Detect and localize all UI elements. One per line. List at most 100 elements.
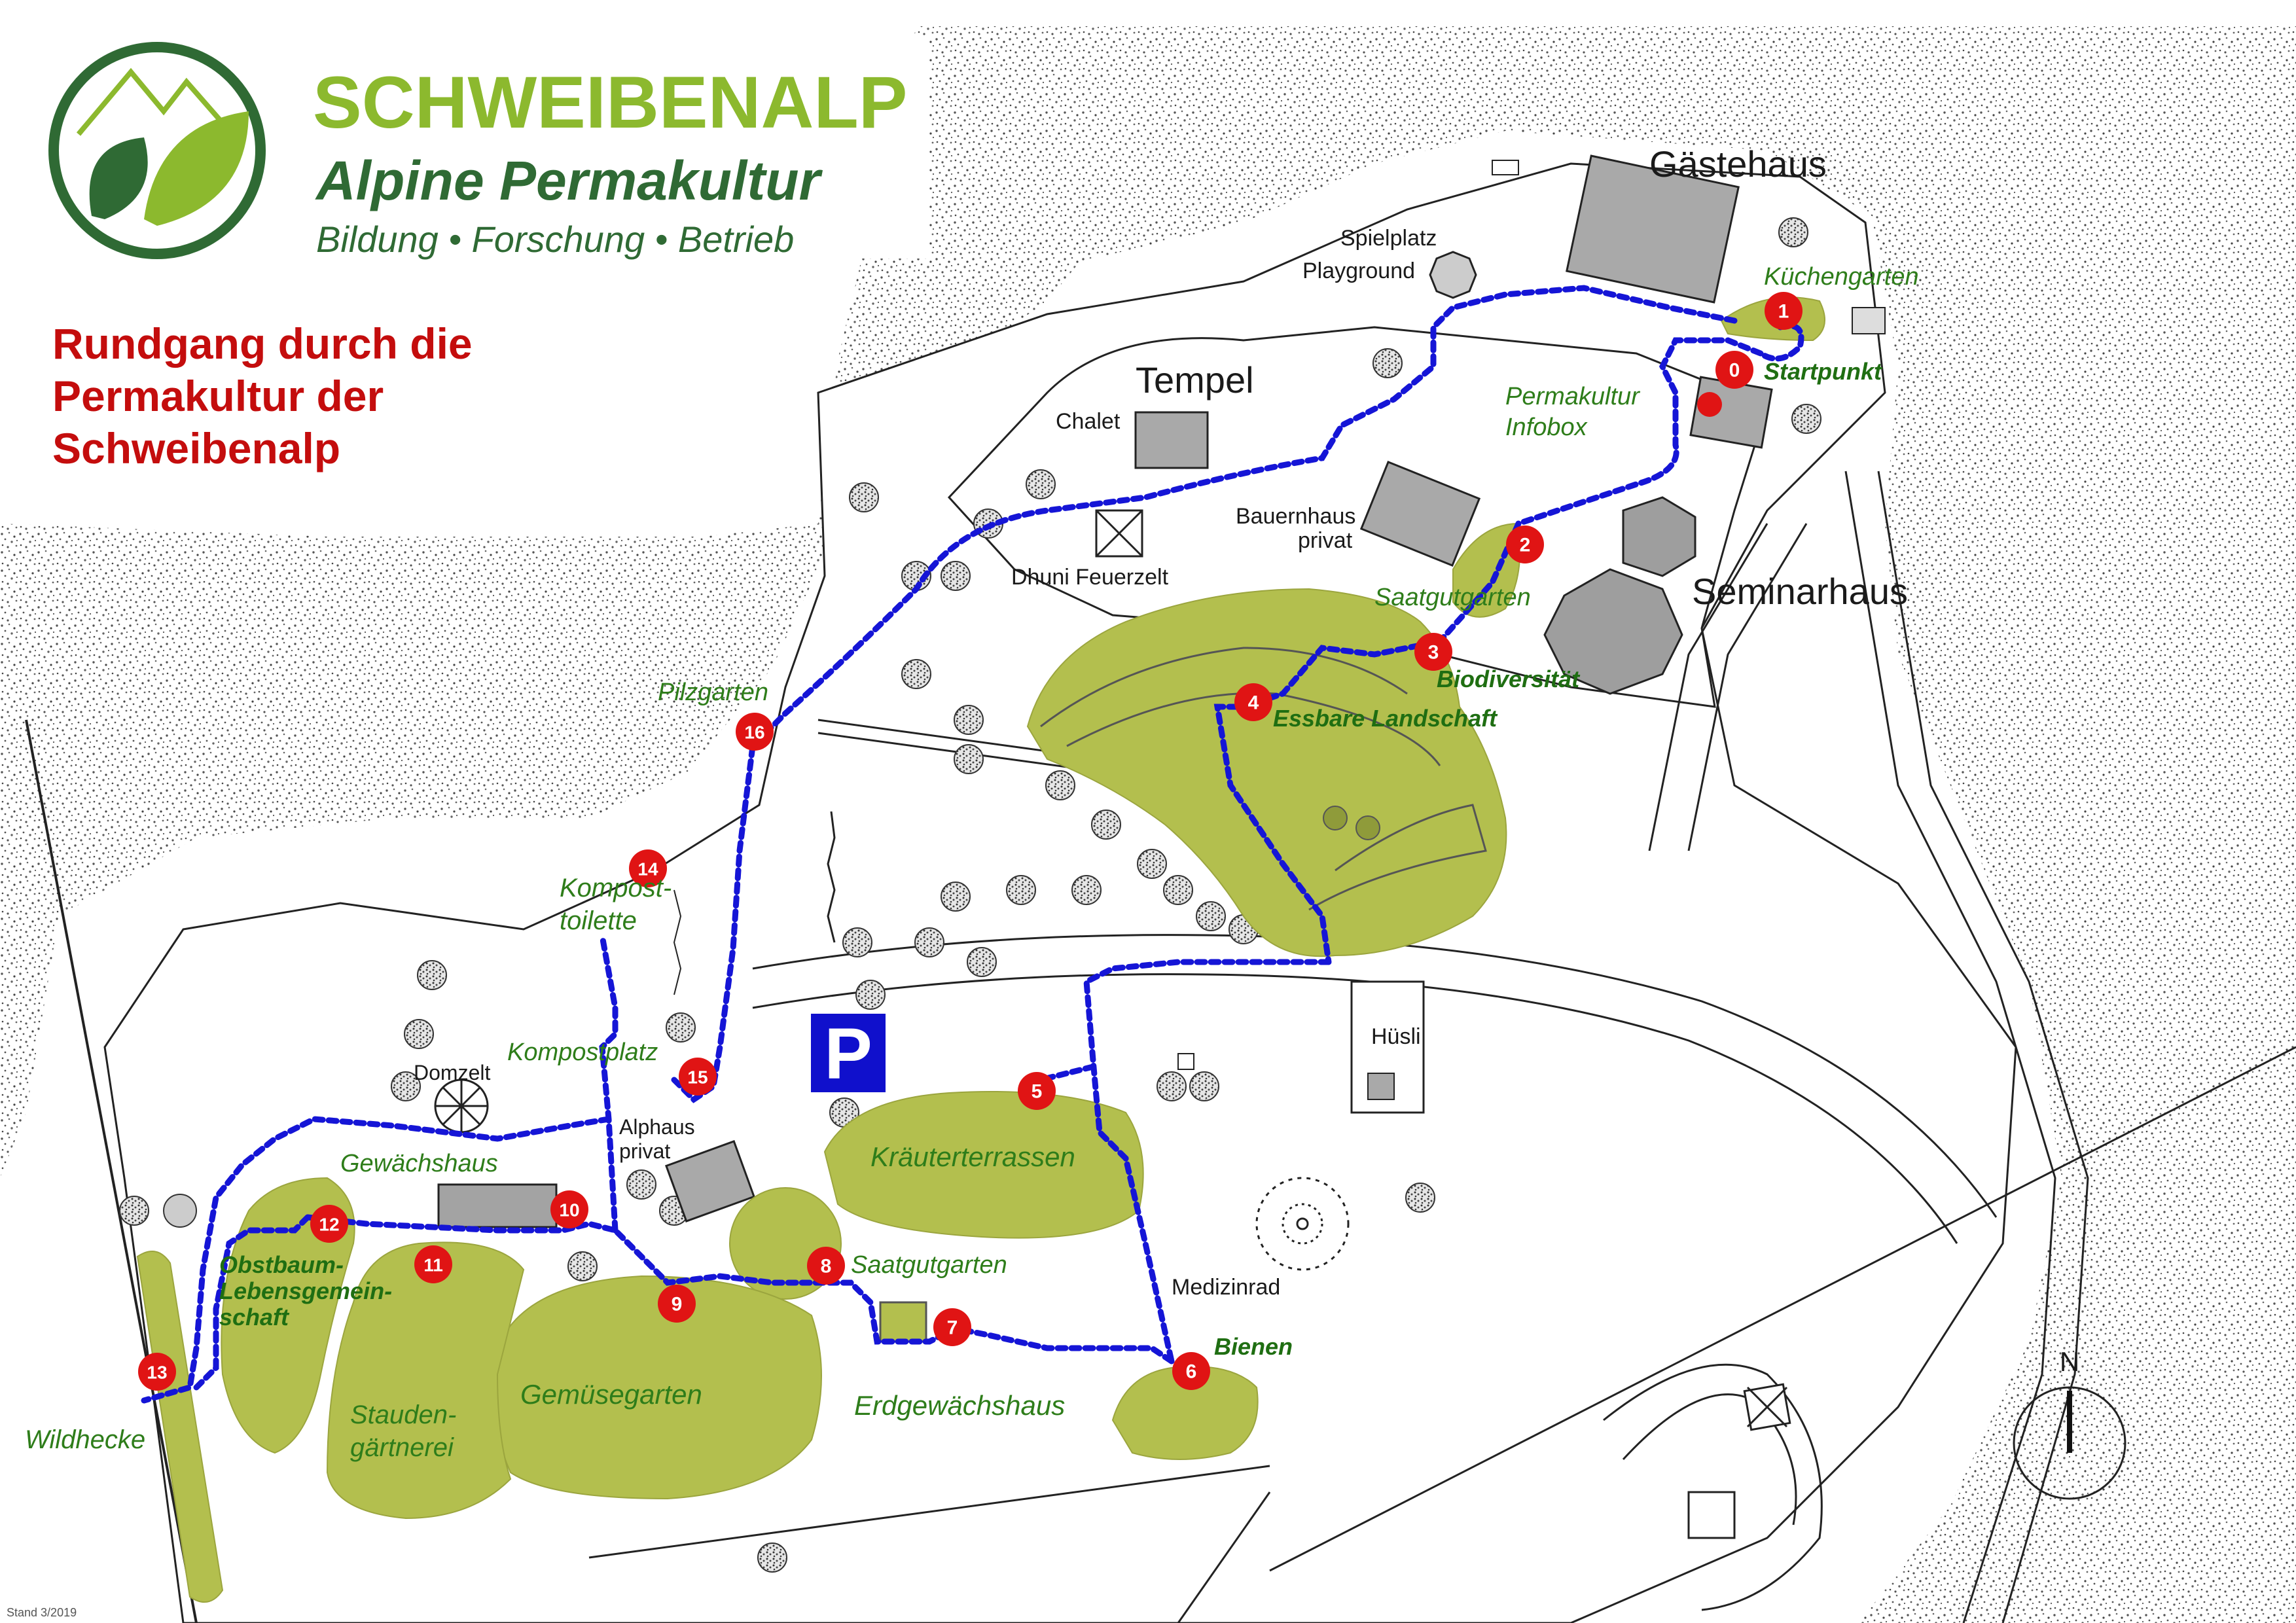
svg-text:3: 3 [1428, 642, 1439, 664]
bauernhaus-building [1359, 460, 1481, 567]
label-kompostplatz: Kompostplatz [507, 1039, 658, 1066]
headline-line-2: Permakultur der [52, 372, 384, 420]
chalet-building [1134, 411, 1209, 469]
svg-text:11: 11 [423, 1255, 443, 1275]
tour-stops: 0 1 2 3 4 5 6 7 8 9 10 11 12 13 14 15 16 [138, 292, 1803, 1391]
label-gewaechshaus: Gewächshaus [340, 1150, 498, 1177]
gardens [136, 296, 1825, 1603]
label-saatgutgarten-bottom: Saatgutgarten [851, 1251, 1007, 1279]
stop-5: 5 [1018, 1072, 1056, 1110]
label-obstbaum-2: Lebensgemein- [219, 1277, 392, 1304]
label-alphaus-privat: privat [619, 1139, 670, 1163]
medizinrad-icon [1255, 1177, 1350, 1271]
label-spielplatz: Spielplatz [1340, 226, 1437, 251]
map-symbols [434, 251, 1791, 1431]
stop-4: 4 [1234, 683, 1272, 721]
svg-text:16: 16 [744, 722, 764, 743]
label-stauden-1: Stauden- [350, 1400, 456, 1429]
stop-2: 2 [1506, 526, 1544, 563]
stop-9: 9 [658, 1285, 696, 1323]
start-marker [1697, 392, 1722, 417]
label-alphaus: Alphaus [619, 1115, 695, 1139]
gewaechshaus-building [437, 1183, 558, 1228]
svg-text:N: N [2060, 1346, 2079, 1377]
svg-text:9: 9 [672, 1294, 683, 1315]
svg-text:4: 4 [1248, 692, 1259, 714]
svg-text:12: 12 [319, 1215, 339, 1235]
playground-icon [1429, 251, 1477, 299]
label-infobox-1: Permakultur [1505, 383, 1640, 410]
stand-date: Stand 3/2019 [7, 1606, 77, 1619]
label-saatgutgarten-top: Saatgutgarten [1374, 584, 1531, 611]
label-chalet: Chalet [1056, 409, 1121, 434]
label-domzelt: Domzelt [414, 1061, 490, 1084]
stop-14: 14 [629, 849, 667, 887]
label-gaestehaus: Gästehaus [1649, 143, 1827, 185]
svg-text:6: 6 [1186, 1361, 1197, 1383]
stop-6: 6 [1172, 1352, 1210, 1390]
svg-text:7: 7 [947, 1317, 958, 1339]
label-playground: Playground [1302, 259, 1415, 283]
svg-text:P: P [824, 1014, 872, 1094]
svg-text:0: 0 [1729, 360, 1740, 382]
seminarhaus-building [1543, 568, 1683, 695]
obstbaum-area [221, 1177, 355, 1454]
stop-11: 11 [414, 1245, 452, 1283]
svg-text:15: 15 [687, 1067, 708, 1088]
stop-7: 7 [933, 1308, 971, 1346]
svg-text:8: 8 [821, 1256, 832, 1277]
logo-tagline: Bildung • Forschung • Betrieb [316, 219, 794, 260]
label-biodiversitaet: Biodiversität [1437, 666, 1581, 692]
stop-3: 3 [1414, 633, 1452, 671]
label-kuechengarten: Küchengarten [1764, 263, 1919, 291]
label-komposttoilette-2: toilette [560, 906, 637, 935]
staudengaertnerei-area [326, 1241, 525, 1520]
alphaus-building [665, 1139, 755, 1223]
area-labels: Küchengarten Startpunkt Saatgutgarten Bi… [25, 263, 1919, 1462]
wildhecke-area [136, 1251, 224, 1603]
label-bauernhaus: Bauernhaus [1236, 504, 1355, 529]
building-labels: Gästehaus Tempel Chalet Seminarhaus Baue… [414, 143, 1908, 1300]
label-stauden-2: gärtnerei [350, 1433, 454, 1462]
bienen-area [1111, 1366, 1259, 1460]
saatgutgarten-top-area [1452, 522, 1521, 618]
label-tempel: Tempel [1136, 359, 1254, 401]
label-komposttoilette-1: Kompost- [560, 874, 672, 902]
label-obstbaum-1: Obstbaum- [219, 1251, 344, 1278]
gemuesegarten-area [492, 1275, 822, 1500]
label-startpunkt: Startpunkt [1764, 358, 1883, 385]
headline-line-3: Schweibenalp [52, 424, 340, 473]
svg-text:10: 10 [559, 1200, 579, 1221]
stop-16: 16 [736, 713, 774, 751]
label-gemuesegarten: Gemüsegarten [520, 1379, 702, 1410]
stop-15: 15 [679, 1058, 717, 1096]
label-pilzgarten: Pilzgarten [658, 679, 768, 706]
logo-title: SCHWEIBENALP [313, 62, 907, 143]
stop-8: 8 [807, 1247, 845, 1285]
stop-13: 13 [138, 1353, 176, 1391]
svg-text:5: 5 [1031, 1081, 1043, 1103]
logo-emblem [48, 42, 266, 259]
stop-10: 10 [550, 1190, 588, 1228]
label-bienen: Bienen [1214, 1333, 1293, 1360]
north-arrow: N [2013, 1346, 2126, 1500]
label-huesli: Hüsli [1371, 1024, 1421, 1049]
buildings [437, 154, 1886, 1539]
label-bauernhaus-privat: privat [1298, 528, 1353, 553]
svg-text:2: 2 [1520, 535, 1531, 556]
parking-sign: P [808, 1011, 888, 1095]
label-erdgewaechshaus: Erdgewächshaus [854, 1390, 1065, 1421]
svg-text:13: 13 [147, 1363, 167, 1383]
label-dhuni: Dhuni Feuerzelt [1011, 565, 1169, 590]
kraeuterterrassen-area [823, 1091, 1144, 1239]
label-kraeuterterrassen: Kräuterterrassen [870, 1141, 1075, 1172]
label-seminarhaus: Seminarhaus [1692, 571, 1908, 612]
label-medizinrad: Medizinrad [1172, 1275, 1280, 1300]
svg-text:14: 14 [637, 859, 658, 880]
gaestehaus-building [1566, 154, 1740, 304]
label-infobox-2: Infobox [1505, 414, 1588, 441]
label-essbare: Essbare Landschaft [1273, 705, 1498, 732]
stop-1: 1 [1765, 292, 1803, 330]
label-wildhecke: Wildhecke [25, 1425, 145, 1454]
